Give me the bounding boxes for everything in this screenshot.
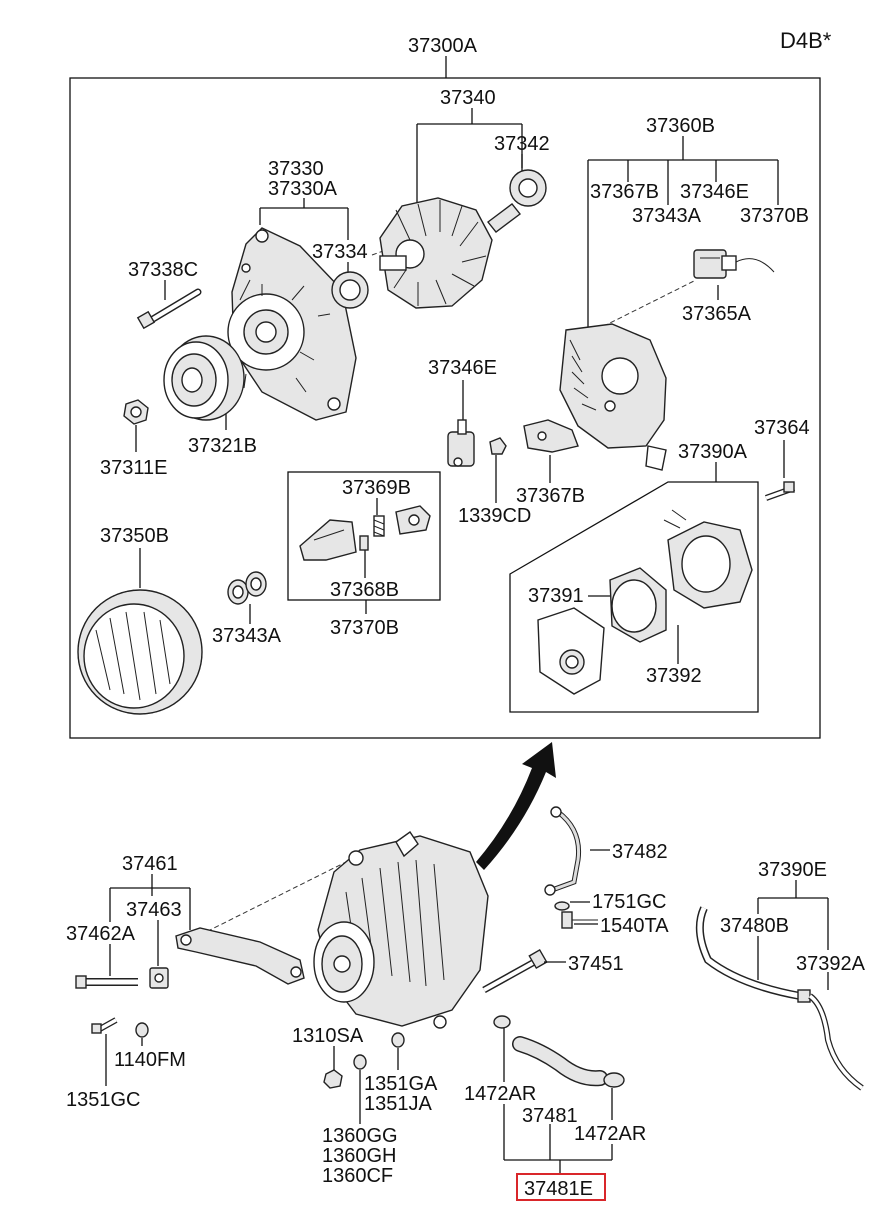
label-37461: 37461 xyxy=(122,853,178,875)
rear-bolt-part xyxy=(764,481,796,501)
leader-lines-upper xyxy=(135,56,785,664)
vacuum-hose-part xyxy=(695,906,864,1091)
oil-pipe-part xyxy=(544,806,582,896)
rectifier-part xyxy=(523,419,579,453)
alternator-assembly-frame xyxy=(69,77,821,739)
label-1310SA: 1310SA xyxy=(292,1025,364,1047)
label-1339CD: 1339CD xyxy=(458,505,531,527)
label-37311E: 37311E xyxy=(100,457,167,479)
small-bolt-part xyxy=(91,1017,118,1034)
brush-holder-frame xyxy=(287,471,441,601)
bracket-block-part xyxy=(149,967,169,989)
label-1360GG: 1360GG xyxy=(322,1125,398,1147)
oil-hose-part xyxy=(493,1015,625,1088)
terminal-nut-part xyxy=(489,437,507,455)
label-1351GA: 1351GA xyxy=(364,1073,438,1095)
label-37463: 37463 xyxy=(126,899,182,921)
vacuum-pump-frame xyxy=(509,481,759,713)
pulley-nut-part xyxy=(123,399,149,425)
label-37480B: 37480B xyxy=(720,915,789,937)
label-37392: 37392 xyxy=(646,665,702,687)
label-37346E: 37346E xyxy=(428,357,497,379)
label-37342: 37342 xyxy=(494,133,550,155)
brush-holder-parts xyxy=(299,505,431,561)
label-37365A: 37365A xyxy=(682,303,752,325)
label-1472AR-left: 1472AR xyxy=(464,1083,536,1105)
label-37369B: 37369B xyxy=(342,477,411,499)
bracket-bolt-part xyxy=(75,975,138,989)
label-37364: 37364 xyxy=(754,417,810,439)
eye-bolt-part xyxy=(554,901,598,929)
label-1351JA: 1351JA xyxy=(364,1093,432,1115)
alternator-assembly-part xyxy=(313,831,489,1029)
rear-bearing-part xyxy=(509,169,547,207)
label-1751GC: 1751GC xyxy=(592,891,667,913)
label-37451: 37451 xyxy=(568,953,624,975)
engine-code-label: D4B* xyxy=(780,28,832,53)
mount-bolt-part xyxy=(482,948,548,994)
label-37390A: 37390A xyxy=(678,441,748,463)
insulator-part xyxy=(227,571,267,605)
label-37340: 37340 xyxy=(440,87,496,109)
label-37368B: 37368B xyxy=(330,579,399,601)
label-37343A-top: 37343A xyxy=(632,205,702,227)
alternator-bracket-part xyxy=(175,927,305,985)
label-37338C: 37338C xyxy=(128,259,198,281)
assembly-arrow xyxy=(476,742,556,870)
label-1472AR-right: 1472AR xyxy=(574,1123,646,1145)
label-37367B: 37367B xyxy=(516,485,585,507)
label-37370B-top: 37370B xyxy=(740,205,809,227)
label-37343A: 37343A xyxy=(212,625,282,647)
label-37481E[interactable]: 37481E xyxy=(524,1178,593,1200)
label-37360B: 37360B xyxy=(646,115,715,137)
label-37481: 37481 xyxy=(522,1105,578,1127)
leader-lines-lower xyxy=(105,849,829,1174)
pulley-part xyxy=(163,335,245,421)
stator-part xyxy=(77,589,203,715)
connector-part xyxy=(693,249,775,279)
label-1540TA: 1540TA xyxy=(600,915,669,937)
label-37367B-top: 37367B xyxy=(590,181,659,203)
label-37392A: 37392A xyxy=(796,953,866,975)
label-1140FM: 1140FM xyxy=(114,1049,186,1071)
label-37482: 37482 xyxy=(612,841,668,863)
label-1351GC: 1351GC xyxy=(66,1089,141,1111)
highlight-box xyxy=(516,1173,606,1201)
label-37321B: 37321B xyxy=(188,435,257,457)
front-bracket-part xyxy=(227,227,357,421)
terminal-bolt-part xyxy=(447,419,475,467)
label-37350B: 37350B xyxy=(100,525,169,547)
rear-bracket-part xyxy=(559,323,667,471)
label-37346E-top: 37346E xyxy=(680,181,749,203)
label-37330: 37330 xyxy=(268,158,324,180)
label-37330A: 37330A xyxy=(268,178,338,200)
label-37391: 37391 xyxy=(528,585,584,607)
label-37390E: 37390E xyxy=(758,859,827,881)
through-bolt-part xyxy=(136,288,202,330)
nuts-washers-part xyxy=(323,1032,405,1089)
washer-part xyxy=(135,1022,149,1038)
label-37300A: 37300A xyxy=(408,35,478,57)
label-37462A: 37462A xyxy=(66,923,136,945)
label-1360CF: 1360CF xyxy=(322,1165,393,1187)
label-37370B: 37370B xyxy=(330,617,399,639)
front-bearing-part xyxy=(331,271,369,309)
rotor-part xyxy=(379,197,521,309)
vacuum-pump-parts xyxy=(537,509,753,695)
label-37334: 37334 xyxy=(312,241,368,263)
label-1360GH: 1360GH xyxy=(322,1145,397,1167)
